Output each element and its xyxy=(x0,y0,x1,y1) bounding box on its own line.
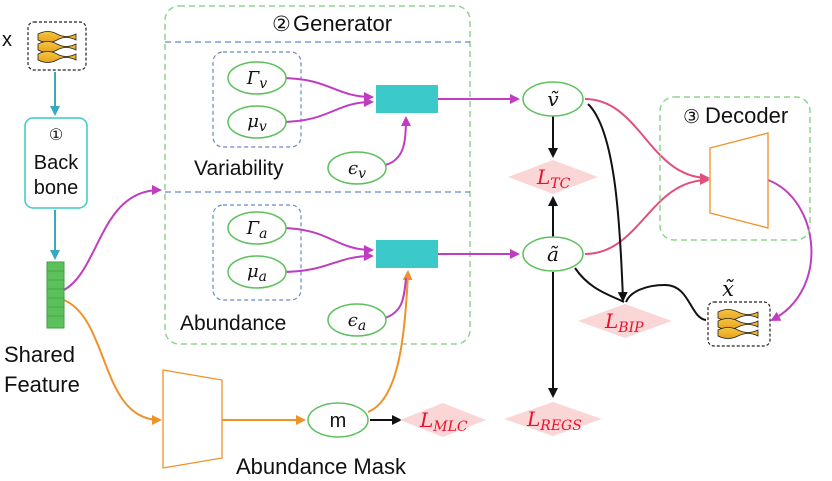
mask-trapezoid xyxy=(162,369,223,469)
svg-text:LTC: LTC xyxy=(536,165,571,192)
backbone-number: ① xyxy=(49,127,63,144)
svg-text:LREGS: LREGS xyxy=(526,407,582,434)
edge-decoder-xtilde xyxy=(767,179,813,321)
edge-m-abundance-block xyxy=(367,270,413,413)
decoder-trapezoid xyxy=(709,132,769,229)
input-label: x xyxy=(2,29,12,51)
abundance-latent-block xyxy=(376,240,438,268)
edge-atilde-decoder xyxy=(584,175,710,255)
svg-text:ã: ã xyxy=(547,242,559,266)
abundance-group-box xyxy=(212,204,302,301)
decoder-title: Decoder xyxy=(705,103,788,128)
generator-title: Generator xyxy=(293,11,392,36)
mu-a-node: μa xyxy=(227,255,287,289)
svg-text:LBIP: LBIP xyxy=(604,309,644,336)
svg-text:ϵv: ϵv xyxy=(348,158,366,182)
gamma-v-node: Γv xyxy=(227,61,287,95)
backbone-line1: Back xyxy=(34,152,79,174)
edge-xtilde-lbip xyxy=(625,283,707,321)
loss-tc-badge: LTC xyxy=(508,160,598,194)
edge-vtilde-decoder xyxy=(584,98,710,183)
edge-gamma-a-block xyxy=(279,227,374,255)
svg-text:ṽ: ṽ xyxy=(547,87,559,111)
variability-group-box xyxy=(212,51,302,148)
reconstruction-data-icon xyxy=(707,301,771,347)
loss-bip-badge: LBIP xyxy=(578,304,672,338)
edge-mu-a-block xyxy=(279,251,374,273)
decoder-number: ③ xyxy=(683,107,700,128)
eps-a-node: ϵa xyxy=(327,303,387,337)
edge-eps-a-block xyxy=(384,277,407,319)
loss-regs-badge: LREGS xyxy=(504,402,602,436)
svg-text:Γv: Γv xyxy=(246,68,268,92)
mask-m-node: m xyxy=(307,402,369,438)
input-data-icon xyxy=(27,21,87,71)
x-tilde-label: x̃ xyxy=(722,277,734,301)
generator-panel: ② Generator xyxy=(164,5,471,345)
svg-text:ϵa: ϵa xyxy=(348,310,366,334)
loss-mlc-badge: LMLC xyxy=(400,403,486,437)
svg-text:Γa: Γa xyxy=(246,218,268,242)
generator-number: ② xyxy=(272,13,291,36)
svg-text:μv: μv xyxy=(247,111,267,135)
edge-mu-v-block xyxy=(279,97,374,123)
edge-feature-generator xyxy=(63,185,162,291)
decoder-panel: ③ Decoder xyxy=(659,96,811,241)
a-tilde-node: ã xyxy=(522,236,584,272)
edge-atilde-lbip xyxy=(574,267,625,303)
variability-label: Variability xyxy=(194,157,284,180)
edge-gamma-v-block xyxy=(279,77,374,102)
eps-v-node: ϵv xyxy=(327,151,387,185)
svg-text:μa: μa xyxy=(247,261,267,285)
shared-feature-line2: Feature xyxy=(4,372,80,397)
abundance-mask-label: Abundance Mask xyxy=(236,454,407,479)
gamma-a-node: Γa xyxy=(227,211,287,245)
edge-vtilde-lbip xyxy=(587,103,628,302)
mu-v-node: μv xyxy=(227,105,287,139)
shared-feature-vector xyxy=(46,261,65,329)
edge-feature-mask xyxy=(63,299,162,425)
svg-text:m: m xyxy=(330,410,347,432)
svg-text:LMLC: LMLC xyxy=(419,408,468,435)
variability-latent-block xyxy=(376,85,438,113)
v-tilde-node: ṽ xyxy=(522,81,584,117)
backbone-line2: bone xyxy=(34,177,79,199)
shared-feature-line1: Shared xyxy=(4,342,75,367)
abundance-label: Abundance xyxy=(180,312,286,335)
backbone-box: ① Back bone xyxy=(24,117,88,209)
edge-eps-v-block xyxy=(384,116,411,166)
